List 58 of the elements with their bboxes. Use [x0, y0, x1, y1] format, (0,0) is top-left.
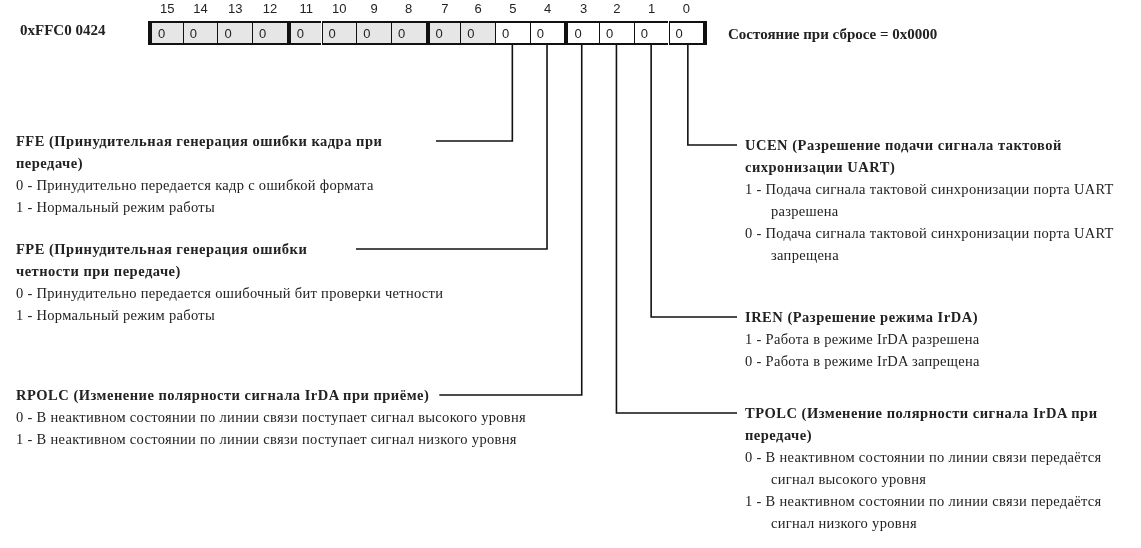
value-description: 1 - Нормальный режим работы — [16, 306, 217, 325]
bit-number: 13 — [227, 1, 244, 16]
bit-number: 4 — [542, 1, 553, 16]
bit-value: 0 — [574, 26, 582, 41]
bit-number: 11 — [298, 1, 314, 16]
bit-value: 0 — [536, 26, 544, 41]
bit-number: 10 — [331, 1, 348, 16]
leader-line — [650, 44, 738, 318]
field-heading: FPE (Принудительная генерация ошибки четности при передаче) — [16, 240, 309, 281]
bit-number: 2 — [612, 1, 622, 16]
field-heading: IREN (Разрешение режима IrDA) — [745, 308, 978, 327]
value-description: 0 - В неактивном состоянии по линии связи передаётся сигнал высокого уровня — [745, 448, 1103, 489]
leader-line — [438, 44, 583, 396]
bit-number: 7 — [440, 1, 450, 16]
value-description: 0 - В неактивном состоянии по линии связи поступает сигнал высокого уровня — [16, 408, 527, 427]
reset-value-note: Состояние при сбросе = 0x0000 — [728, 26, 938, 43]
field-heading: TPOLC (Изменение полярности сигнала IrDA при передаче) — [745, 404, 1099, 445]
bit-value: 0 — [259, 26, 267, 41]
bit-value: 0 — [189, 26, 197, 41]
leader-line — [687, 44, 738, 146]
field-heading: RPOLC (Изменение полярности сигнала IrDA при приёме) — [16, 386, 430, 405]
field-heading: UCEN (Разрешение подачи сигнала тактовой сихронизации UART) — [745, 136, 1063, 177]
bit-number: 9 — [369, 1, 379, 16]
bit-value: 0 — [397, 26, 406, 41]
bit-value: 0 — [502, 26, 510, 41]
value-description: 0 - Подача сигнала тактовой синхронизации порта UART запрещена — [745, 224, 1115, 265]
bit-value: 0 — [467, 26, 475, 41]
bit-value: 0 — [640, 26, 649, 41]
bit-number: 12 — [261, 1, 279, 16]
leader-line — [615, 44, 738, 414]
leader-line — [355, 44, 548, 250]
value-description: 0 - Работа в режиме IrDA запрещена — [745, 352, 981, 371]
bit-number: 3 — [579, 1, 589, 16]
bit-value: 0 — [435, 26, 443, 41]
bit-value: 0 — [224, 26, 232, 41]
bit-value: 0 — [158, 26, 166, 41]
bit-number: 15 — [159, 1, 176, 16]
bit-number: 14 — [192, 1, 209, 16]
bit-value: 0 — [296, 26, 305, 41]
bit-number: 5 — [508, 1, 518, 16]
bit-value: 0 — [606, 26, 614, 41]
bit-number: 8 — [404, 1, 414, 16]
bit-value: 0 — [328, 26, 336, 41]
register-address: 0xFFC0 0424 — [20, 22, 106, 39]
value-description: 1 - Подача сигнала тактовой синхронизации порта UART разрешена — [745, 180, 1115, 221]
bit-number: 0 — [681, 1, 691, 16]
value-description: 1 - Нормальный режим работы — [16, 198, 217, 217]
value-description: 1 - В неактивном состоянии по линии связи передаётся сигнал низкого уровня — [745, 492, 1103, 533]
bit-number: 1 — [647, 1, 657, 16]
leader-line — [435, 44, 514, 142]
value-description: 0 - Принудительно передается ошибочный бит проверки четности — [16, 284, 445, 303]
value-description: 1 - Работа в режиме IrDA разрешена — [745, 330, 981, 349]
bit-number: 6 — [473, 1, 483, 16]
field-heading: FFE (Принудительная генерация ошибки кадра при передаче) — [16, 132, 384, 173]
value-description: 0 - Принудительно передается кадр с ошибкой формата — [16, 176, 375, 195]
value-description: 1 - В неактивном состоянии по линии связи поступает сигнал низкого уровня — [16, 430, 518, 449]
bit-value: 0 — [363, 26, 371, 41]
bit-value: 0 — [675, 26, 683, 41]
